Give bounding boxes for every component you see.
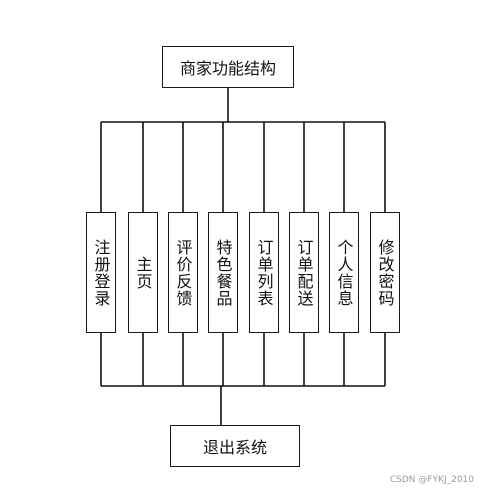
module-label: 主页 — [133, 255, 153, 290]
module-box-change-password: 修改密码 — [370, 212, 400, 333]
root-node-label: 商家功能结构 — [179, 59, 276, 78]
module-box-featured-dishes: 特色餐品 — [208, 212, 238, 333]
module-box-home: 主页 — [128, 212, 158, 333]
module-label: 个人信息 — [334, 238, 354, 307]
module-label: 修改密码 — [375, 238, 395, 307]
module-box-order-delivery: 订单配送 — [289, 212, 319, 333]
module-box-feedback: 评价反馈 — [168, 212, 198, 333]
module-label: 评价反馈 — [173, 238, 193, 307]
module-label: 注册登录 — [91, 238, 111, 307]
module-label: 订单配送 — [294, 238, 314, 307]
module-box-personal-info: 个人信息 — [329, 212, 359, 333]
module-box-register-login: 注册登录 — [86, 212, 116, 333]
root-node-box: 商家功能结构 — [162, 46, 294, 88]
module-label: 订单列表 — [254, 238, 274, 307]
module-label: 特色餐品 — [213, 238, 233, 307]
module-box-order-list: 订单列表 — [249, 212, 279, 333]
watermark-text: CSDN @FYKJ_2010 — [389, 475, 474, 485]
logout-node-label: 退出系统 — [202, 438, 267, 457]
logout-node-box: 退出系统 — [170, 425, 300, 467]
